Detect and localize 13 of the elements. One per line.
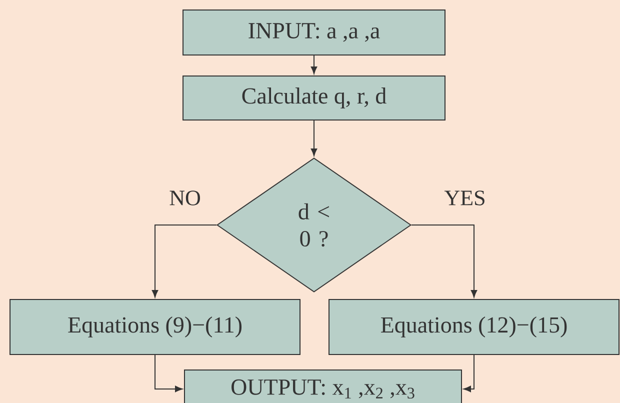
process-box: Equations (9)−(11) [10, 298, 300, 355]
arrow [152, 224, 217, 298]
arrow [310, 55, 318, 74]
arrow [411, 224, 478, 298]
edge-label: NO [168, 190, 202, 206]
arrow [154, 354, 183, 392]
arrow [310, 120, 318, 156]
process-box: INPUT: a ,a ,a [182, 10, 446, 56]
process-box: OUTPUT: x$_{1}$ ,x$_{2}$ ,x$_{3}$ [184, 369, 462, 403]
arrow [464, 354, 474, 392]
process-box: Equations (12)−(15) [328, 298, 620, 355]
process-box: Calculate q, r, d [182, 76, 446, 120]
edge-label: YES [443, 190, 487, 206]
